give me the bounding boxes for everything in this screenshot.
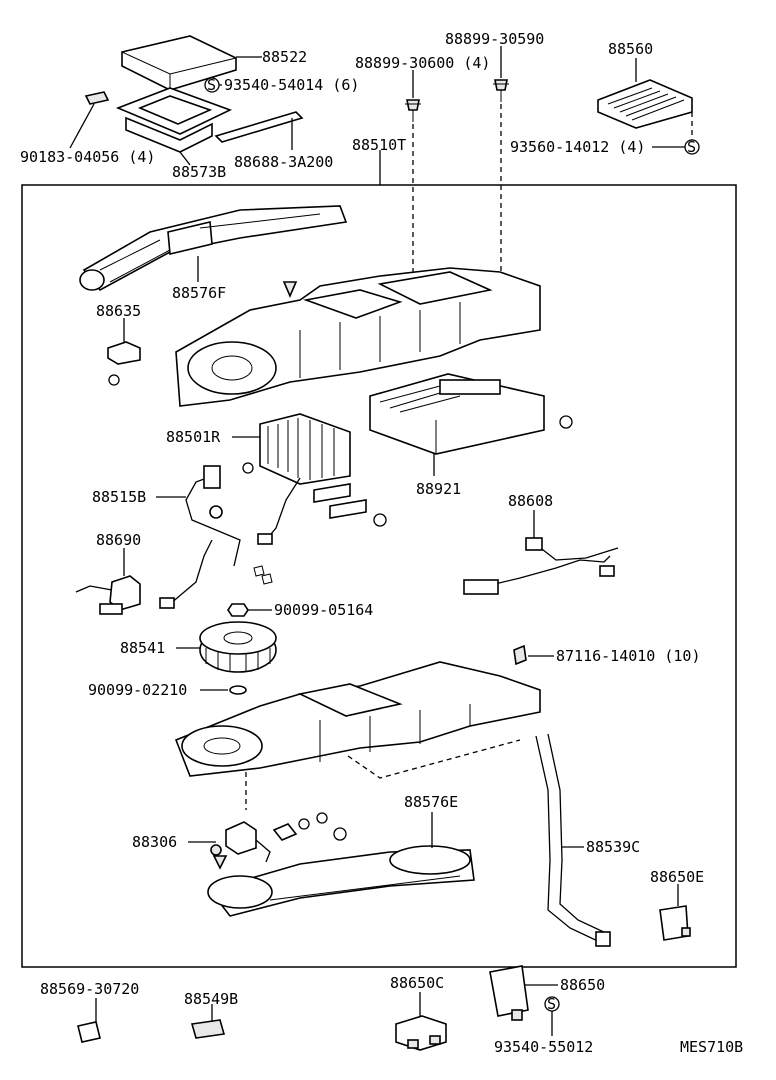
label-88515B: 88515B: [92, 488, 146, 506]
part-88560-grille: [597, 79, 693, 129]
part-87116-clip-icon: [513, 644, 527, 666]
diagram-code: MES710B: [680, 1038, 743, 1056]
clip-icon: [329, 499, 367, 519]
screw-icon: [212, 855, 228, 870]
label-88576F: 88576F: [172, 284, 226, 302]
label-87116-14010: 87116-14010 (10): [556, 647, 701, 665]
label-88650E: 88650E: [650, 868, 704, 886]
label-88510T: 88510T: [352, 136, 406, 154]
screw-symbol-mark: S: [687, 138, 696, 156]
label-88899-30600: 88899-30600 (4): [355, 54, 490, 72]
nut-icon: [227, 603, 249, 617]
assembly-frame: [21, 184, 737, 968]
part-90183-clip-icon: [84, 91, 110, 105]
label-93560-14012: 93560-14012 (4): [510, 138, 645, 156]
part-88650-amplifier: [489, 965, 529, 1021]
part-88573B-bezel: [115, 87, 233, 153]
part-88541-blower-fan: [199, 621, 277, 673]
label-88573B: 88573B: [172, 163, 226, 181]
label-88921: 88921: [416, 480, 461, 498]
screw-icon: [373, 513, 387, 527]
screw-icon: [282, 281, 298, 299]
bracket-icon: [272, 823, 298, 841]
label-88522: 88522: [262, 48, 307, 66]
screw-icon: [108, 374, 120, 386]
screw-icon: [242, 462, 254, 474]
screw-symbol-mark: S: [547, 995, 556, 1013]
part-88576E-duct: [207, 845, 475, 917]
part-88608-harness: [463, 537, 619, 595]
part-lower-heater-case: [174, 661, 541, 777]
label-88560: 88560: [608, 40, 653, 58]
label-90099-05164: 90099-05164: [274, 601, 373, 619]
label-88650C: 88650C: [390, 974, 444, 992]
screw-icon: [298, 818, 310, 830]
part-88635-sensor: [107, 341, 141, 365]
part-88515B-pipe: [185, 465, 301, 567]
label-88576E: 88576E: [404, 793, 458, 811]
screw-symbol-mark: S: [207, 76, 216, 94]
label-88635: 88635: [96, 302, 141, 320]
label-90183-04056: 90183-04056 (4): [20, 148, 155, 166]
washer-icon: [229, 685, 247, 695]
part-88576F-duct: [79, 205, 348, 292]
part-88501R-heater-core: [259, 413, 351, 485]
part-88899-30590-clip-icon: [493, 79, 509, 102]
label-88549B: 88549B: [184, 990, 238, 1008]
part-88688-bracket: [214, 111, 304, 143]
label-88899-30590: 88899-30590: [445, 30, 544, 48]
screw-icon: [559, 415, 573, 429]
label-88306: 88306: [132, 833, 177, 851]
label-88541: 88541: [120, 639, 165, 657]
label-88688-3A200: 88688-3A200: [234, 153, 333, 171]
part-88899-30600-clip-icon: [405, 99, 421, 122]
screw-icon: [333, 827, 347, 841]
connector-icon: [681, 927, 691, 937]
part-88306-servo-motor: [210, 821, 271, 863]
label-93540-55012: 93540-55012: [494, 1038, 593, 1056]
part-88549B-pad: [190, 1019, 226, 1039]
label-88501R: 88501R: [166, 428, 221, 446]
part-88569-30720-clip-icon: [77, 1021, 101, 1043]
label-88608: 88608: [508, 492, 553, 510]
part-88539C-hose: [535, 733, 611, 947]
clip-icon: [253, 565, 273, 585]
clip-icon: [313, 483, 351, 503]
part-88522-cover: [121, 35, 237, 91]
label-88690: 88690: [96, 531, 141, 549]
label-88650: 88650: [560, 976, 605, 994]
screw-icon: [316, 812, 328, 824]
label-88539C: 88539C: [586, 838, 640, 856]
part-88650C-relay: [395, 1015, 447, 1051]
label-88569-30720: 88569-30720: [40, 980, 139, 998]
part-88690-valve: [75, 575, 141, 615]
label-90099-02210: 90099-02210: [88, 681, 187, 699]
part-88921-filter: [369, 373, 545, 455]
part-upper-heater-case: [175, 267, 541, 407]
label-93540-54014: 93540-54014 (6): [224, 76, 359, 94]
hose-clamp: [159, 597, 175, 609]
